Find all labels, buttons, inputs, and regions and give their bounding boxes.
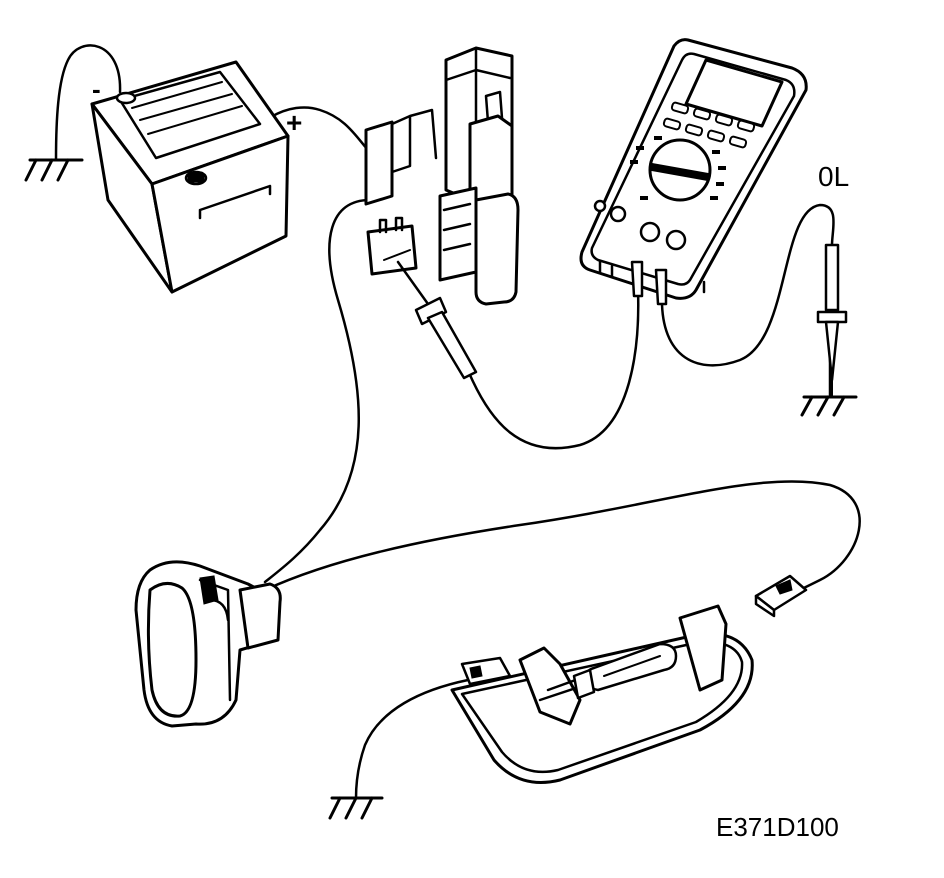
ground-symbol-icon (328, 796, 384, 820)
battery-icon (90, 60, 290, 294)
wires (54, 44, 861, 800)
bulb-icon (572, 642, 678, 700)
ground-symbol-icon (800, 395, 858, 417)
ground-symbol-icon (24, 158, 84, 182)
connector-icon (754, 574, 808, 618)
test-probe-icon (816, 243, 848, 398)
negative-terminal-label: - (92, 74, 101, 104)
multimeter-icon (579, 38, 808, 306)
figure-code-label: E371D100 (716, 812, 839, 842)
switch-icon (134, 560, 282, 728)
fuse-box-icon (364, 46, 520, 306)
positive-terminal-label: + (286, 107, 302, 138)
lamp-housing-icon (450, 604, 754, 784)
meter-reading-label: 0L (818, 161, 849, 192)
test-probe-icon (396, 260, 478, 380)
